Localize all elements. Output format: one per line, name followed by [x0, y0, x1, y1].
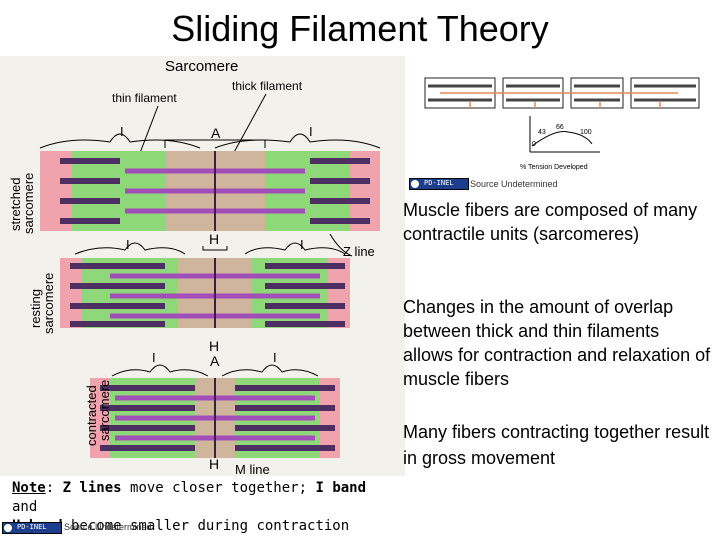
sarcomere-label: Sarcomere [165, 58, 238, 75]
license-badge-right: PD-INEL [409, 178, 469, 190]
svg-text:I: I [152, 350, 156, 365]
svg-text:0: 0 [532, 141, 536, 148]
svg-text:sarcomere: sarcomere [97, 380, 112, 441]
sarcomere-diagram: Sarcomere thin filament thick filament I… [8, 58, 381, 477]
bullet-3: Many fibers contracting together result … [403, 422, 710, 468]
svg-text:H: H [209, 456, 219, 472]
tension-graph: 43 66 100 0 % Tension Developed [424, 77, 700, 171]
z-line-label: Z line [343, 244, 375, 259]
svg-text:sarcomere: sarcomere [41, 273, 56, 334]
resting-sarcomere: I I H Z line resting sarcomere [28, 233, 375, 354]
sarcomere-figure: Sarcomere thin filament thick filament I… [0, 56, 405, 477]
svg-text:A: A [210, 353, 220, 369]
svg-text:sarcomere: sarcomere [21, 173, 36, 234]
m-line-label: M line [235, 462, 270, 476]
svg-text:stretched: stretched [8, 178, 23, 231]
license-badge-left: PD-INEL [2, 522, 62, 534]
source-right: Source Undetermined [470, 179, 558, 189]
stretched-sarcomere: I A I H stretched sarcomere [8, 124, 381, 251]
svg-text:H: H [209, 338, 219, 354]
svg-text:100: 100 [580, 129, 592, 136]
bullet-2: Changes in the amount of overlap between… [403, 297, 711, 389]
svg-text:43: 43 [538, 129, 546, 136]
bullet-1: Muscle fibers are composed of many contr… [403, 200, 698, 244]
thick-filament-label: thick filament [232, 79, 303, 93]
slide-title: Sliding Filament Theory [171, 8, 549, 49]
svg-text:contracted: contracted [84, 385, 99, 446]
contracted-sarcomere: I A I H M line contracted sarcomere [84, 350, 340, 477]
svg-text:% Tension Developed: % Tension Developed [520, 164, 588, 171]
svg-text:A: A [211, 125, 221, 141]
thin-filament-label: thin filament [112, 91, 177, 105]
svg-text:I: I [273, 350, 277, 365]
svg-text:66: 66 [556, 124, 564, 131]
svg-text:resting: resting [28, 289, 43, 328]
source-left: Source Undetermined [64, 522, 152, 532]
svg-text:I: I [126, 237, 130, 252]
svg-text:I: I [309, 124, 313, 139]
svg-text:I: I [300, 237, 304, 252]
svg-text:H: H [209, 231, 219, 247]
svg-text:I: I [120, 124, 124, 139]
note-text: Note: Z lines move closer together; I ba… [12, 480, 367, 534]
